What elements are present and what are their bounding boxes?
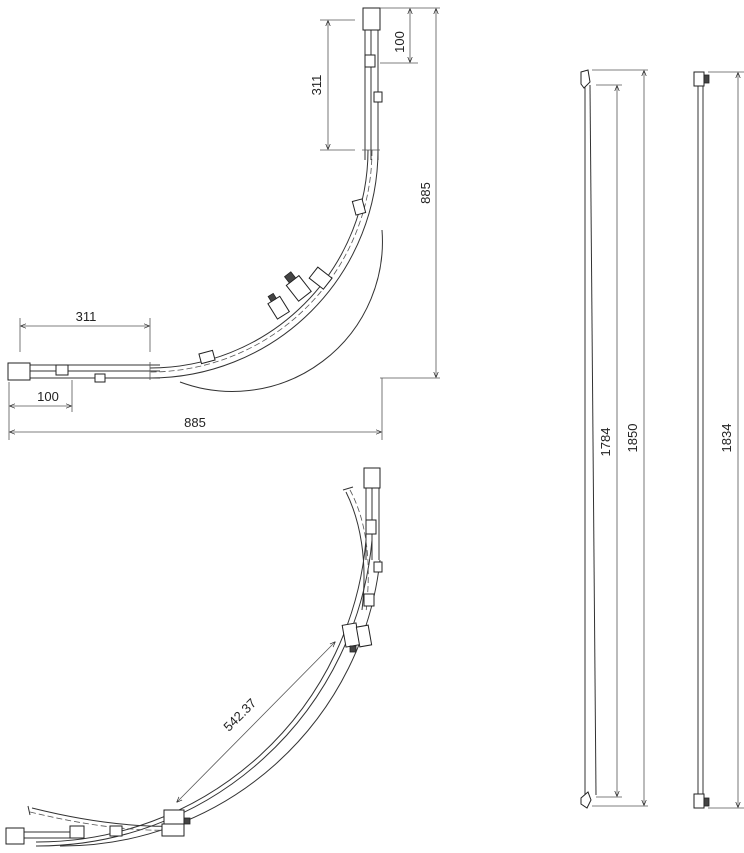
open-door-arc [345, 491, 365, 611]
roller-assembly [161, 809, 191, 837]
dim-offset-horizontal-label: 100 [37, 389, 59, 404]
clip-part [198, 349, 216, 365]
wall-bracket-top [363, 467, 381, 489]
hinge-part [365, 519, 377, 535]
middle-arc [35, 539, 373, 847]
clip-part [363, 593, 375, 607]
hinge-part [55, 364, 69, 376]
clip-part [373, 561, 383, 573]
outer-arc [149, 149, 379, 379]
profile-top-bracket [693, 71, 705, 87]
profile-top-bracket [580, 69, 591, 89]
top-view: 885 885 311 311 100 100 [7, 7, 440, 440]
roller-assembly [308, 266, 333, 290]
dim-width-label: 885 [184, 415, 206, 430]
dim-line-door-opening [177, 642, 335, 802]
dim-door-opening-label: 542.37 [220, 695, 259, 734]
side-profiles: 1784 1850 1834 [580, 69, 744, 809]
dim-profile-b-label: 1850 [625, 424, 640, 453]
dim-fixed-vertical-label: 311 [309, 75, 324, 96]
inner-arc [35, 539, 367, 843]
profile-top-bracket [703, 74, 710, 84]
hinge-part [364, 54, 376, 68]
open-door-arc-dashed [29, 811, 181, 831]
door-edge [342, 486, 354, 491]
profile-bottom-bracket [693, 793, 705, 809]
profile-bar [589, 84, 597, 796]
tray-arc [179, 229, 383, 392]
roller-assembly [267, 292, 291, 320]
dim-profile-a-label: 1784 [598, 428, 613, 457]
wall-bracket-top [362, 7, 381, 31]
dashed-arc [149, 149, 373, 373]
roller-assembly [341, 622, 373, 653]
dim-offset-vertical-label: 100 [392, 31, 407, 53]
clip-part [94, 373, 106, 383]
wall-bracket-left [5, 827, 25, 845]
dim-fixed-horizontal-label: 311 [76, 309, 97, 324]
clip-part [109, 825, 123, 837]
profile-bottom-bracket [580, 791, 592, 809]
open-view: 542.37 [5, 467, 383, 847]
profile-bottom-bracket [703, 797, 710, 807]
hinge-part [69, 825, 85, 839]
clip-part [373, 91, 383, 103]
clip-part [351, 198, 367, 216]
inner-arc [149, 149, 369, 369]
dim-profile-c-label: 1834 [719, 424, 734, 453]
outer-arc [59, 559, 381, 847]
wall-bracket-left [7, 362, 31, 381]
door-edge [27, 805, 31, 816]
dim-depth-label: 885 [418, 182, 433, 204]
roller-assembly [283, 271, 312, 302]
